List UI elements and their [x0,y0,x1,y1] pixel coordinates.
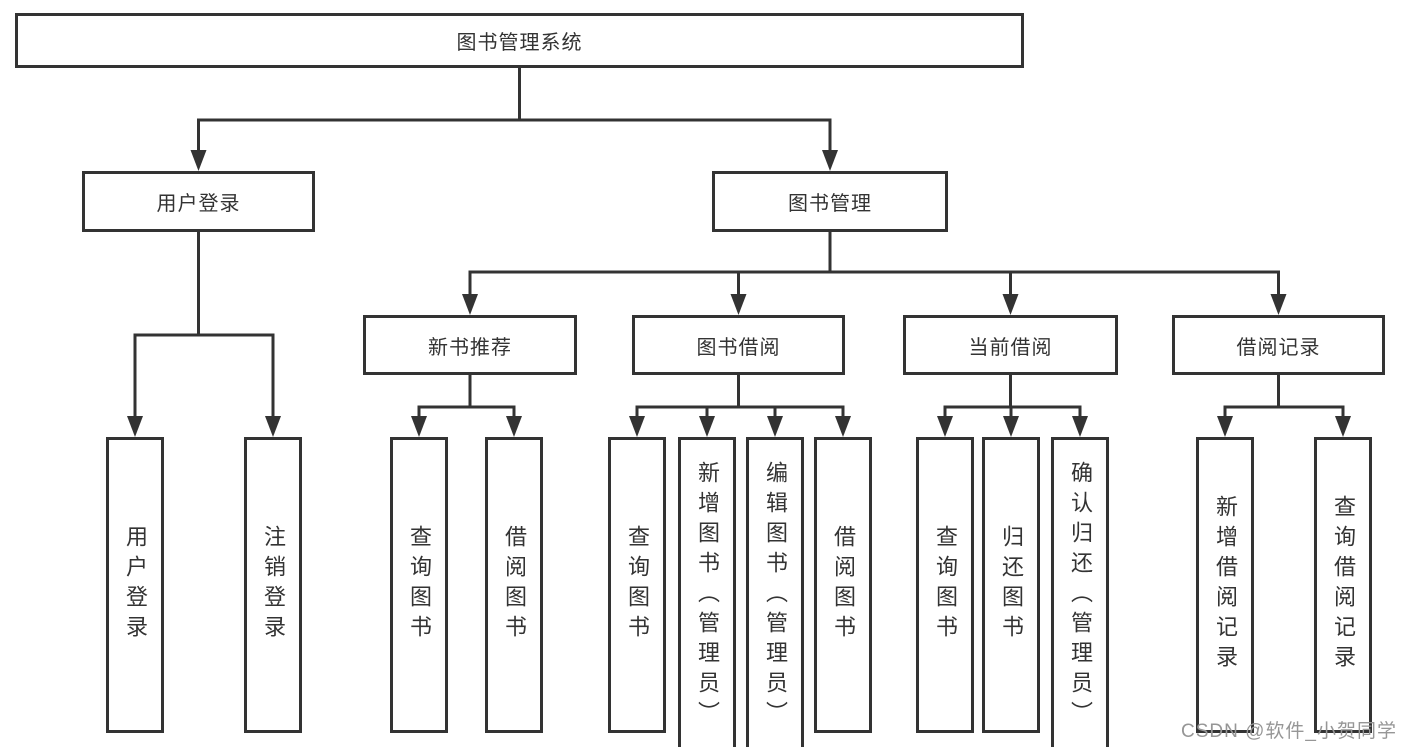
node-new-book-recommend: 新书推荐 [363,315,577,375]
node-leaf-query-books-2: 查询图书 [608,437,666,733]
node-label: 借阅记录 [1236,336,1321,359]
node-leaf-borrow-books-2: 借阅图书 [814,437,872,733]
arrowhead-icon [767,416,783,437]
arrowhead-icon [1003,416,1019,437]
arrowhead-icon [411,416,427,437]
node-leaf-user-login: 用户登录 [106,437,164,733]
node-leaf-add-borrow-record: 新增借阅记录 [1196,437,1254,733]
arrowhead-icon [835,416,851,437]
arrowhead-icon [822,150,838,171]
node-label: 新增图书（管理员） [695,461,720,731]
node-leaf-edit-books-admin: 编辑图书（管理员） [746,437,804,747]
node-leaf-borrow-books-1: 借阅图书 [485,437,543,733]
node-leaf-query-books-1: 查询图书 [390,437,448,733]
node-label: 查询图书 [407,525,432,645]
node-user-login: 用户登录 [82,171,315,232]
node-current-borrow: 当前借阅 [903,315,1118,375]
node-leaf-add-books-admin: 新增图书（管理员） [678,437,736,747]
node-label: 用户登录 [123,525,148,645]
node-label: 归还图书 [999,525,1024,645]
node-leaf-query-borrow-record: 查询借阅记录 [1314,437,1372,733]
arrowhead-icon [506,416,522,437]
node-book-borrow: 图书借阅 [632,315,845,375]
node-leaf-query-books-3: 查询图书 [916,437,974,733]
arrowhead-icon [1072,416,1088,437]
arrowhead-icon [1217,416,1233,437]
node-label: 新增借阅记录 [1213,495,1238,675]
arrowhead-icon [1270,294,1287,315]
arrowhead-icon [265,416,281,437]
node-label: 确认归还（管理员） [1068,461,1093,731]
node-label: 图书管理系统 [456,32,583,54]
arrowhead-icon [730,294,747,315]
node-label: 新书推荐 [428,336,512,359]
node-label: 编辑图书（管理员） [763,461,788,731]
node-label: 借阅图书 [502,525,527,645]
node-label: 借阅图书 [831,525,856,645]
node-label: 图书借阅 [696,336,781,359]
node-label: 当前借阅 [968,336,1053,359]
node-leaf-confirm-return: 确认归还（管理员） [1051,437,1109,747]
arrowhead-icon [629,416,645,437]
node-leaf-logout: 注销登录 [244,437,302,733]
arrowhead-icon [462,294,478,315]
arrowhead-icon [127,416,143,437]
node-label: 查询图书 [933,525,958,645]
node-leaf-return-books: 归还图书 [982,437,1040,733]
node-label: 查询图书 [625,525,650,645]
node-book-management: 图书管理 [712,171,948,232]
arrowhead-icon [937,416,953,437]
watermark: CSDN @软件_小贺同学 [1181,721,1397,742]
node-borrow-records: 借阅记录 [1172,315,1385,375]
arrowhead-icon [699,416,715,437]
arrowhead-icon [1335,416,1351,437]
node-root: 图书管理系统 [15,13,1024,68]
node-label: 注销登录 [261,525,286,645]
node-label: 用户登录 [156,193,241,215]
node-label: 查询借阅记录 [1331,495,1356,675]
arrowhead-icon [190,150,207,171]
node-label: 图书管理 [788,193,872,215]
arrowhead-icon [1002,294,1019,315]
